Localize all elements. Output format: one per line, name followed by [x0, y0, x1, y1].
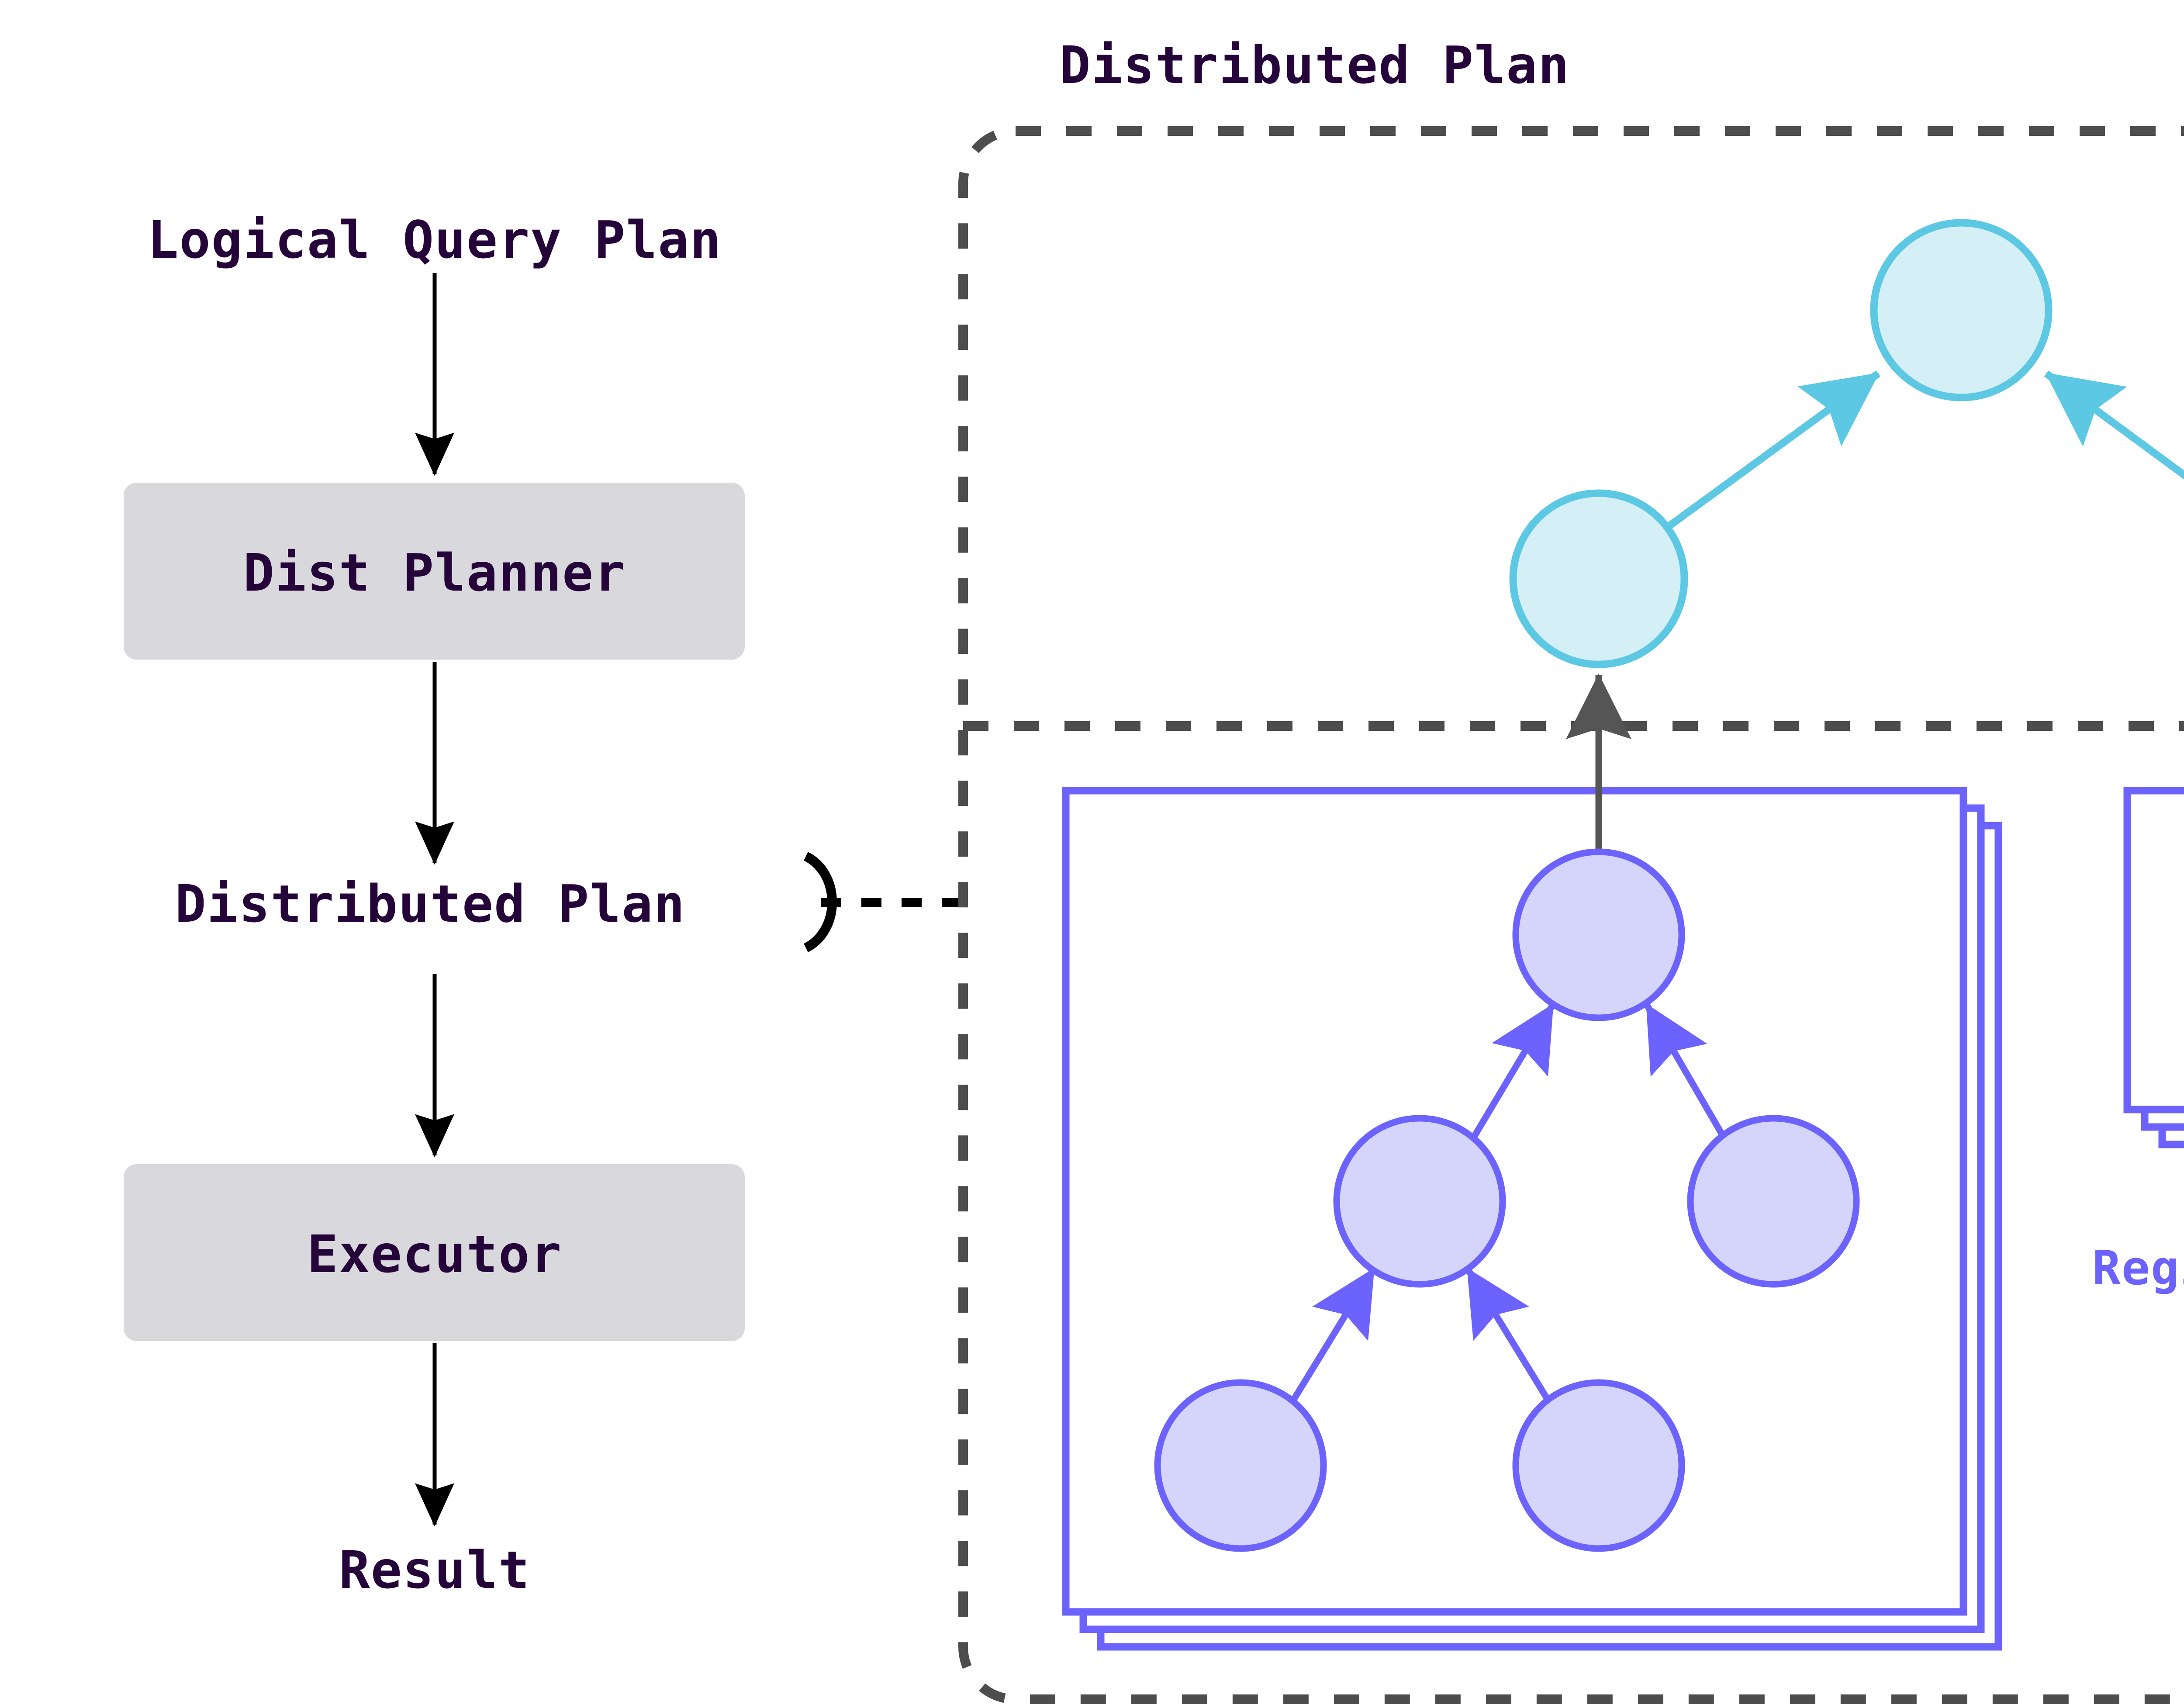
frontend-edge-right-to-root	[2044, 370, 2184, 480]
left-flow-column: Logical Query Plan Dist Planner Distribu…	[124, 210, 963, 1600]
datanode-node-root[interactable]	[1512, 848, 1685, 1021]
datanode-edge-midright-to-root	[1644, 1003, 1728, 1142]
datanode-node-leaf-right[interactable]	[1512, 1379, 1685, 1552]
datanode-edge-leafleft-to-midleft	[1288, 1267, 1377, 1406]
datanode-edge-leafright-to-midleft	[1465, 1267, 1554, 1406]
result-label: Result	[339, 1540, 530, 1600]
logical-query-plan-label: Logical Query Plan	[148, 210, 722, 270]
datanode-node-leaf-left[interactable]	[1154, 1379, 1327, 1552]
datanode-stage-group	[1154, 848, 1860, 1552]
frontend-node-root[interactable]	[1870, 219, 2053, 401]
frontend-edge-left-to-root	[1666, 370, 1881, 529]
frontend-node-left[interactable]	[1509, 489, 1688, 668]
datanode-node-mid-left[interactable]	[1333, 1115, 1506, 1288]
distributed-plan-intermediate-label: Distributed Plan	[175, 874, 686, 934]
frontend-stage-group	[1509, 219, 2184, 668]
cross-stage-arrows	[1566, 674, 1631, 852]
executor-box[interactable]	[124, 1164, 745, 1341]
executor-label: Executor	[307, 1224, 562, 1284]
regions-label: Regions	[2092, 1241, 2184, 1296]
datanode-node-mid-right[interactable]	[1687, 1115, 1860, 1288]
dist-planner-label: Dist Planner	[243, 543, 626, 603]
region-box-side-front[interactable]	[2123, 787, 2184, 1113]
datanode-edge-midleft-to-root	[1469, 1003, 1556, 1142]
distributed-plan-container: Distributed Plan Frontend Stage Datanode…	[958, 35, 2184, 1704]
dist-planner-box[interactable]	[124, 483, 745, 660]
distributed-plan-title: Distributed Plan	[1060, 35, 1570, 95]
